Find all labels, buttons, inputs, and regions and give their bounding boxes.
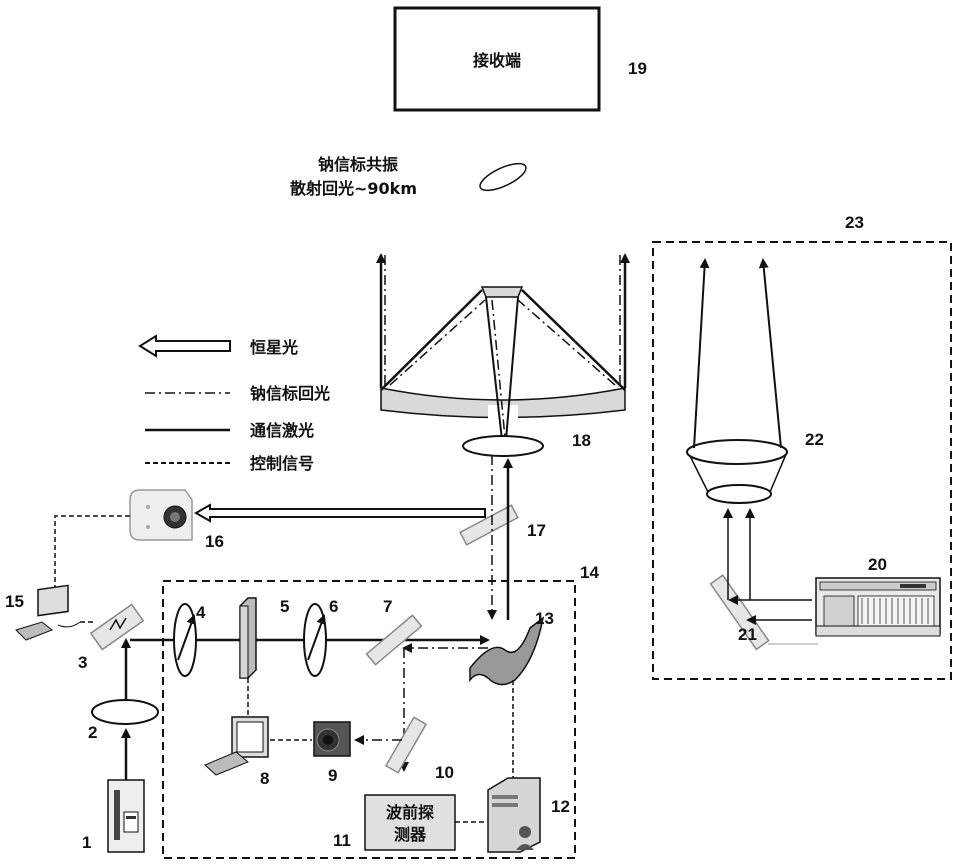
star-light-arrow-icon — [140, 336, 230, 356]
wavefront-sensor-line2: 测器 — [394, 825, 427, 844]
receiver-number: 19 — [628, 59, 647, 78]
sodium-echo-text-line2: 散射回光~90km — [290, 179, 417, 198]
legend-control-signal: 控制信号 — [250, 454, 314, 473]
label-14: 14 — [580, 563, 599, 582]
label-6: 6 — [329, 597, 338, 616]
deformable-mirror-13 — [470, 618, 543, 685]
lens-18 — [463, 436, 543, 456]
label-10: 10 — [435, 763, 454, 782]
sodium-echo-text-line1: 钠信标共振 — [318, 155, 398, 174]
label-5: 5 — [280, 597, 289, 616]
label-16: 16 — [205, 532, 224, 551]
camera-9 — [314, 722, 350, 756]
telescope — [381, 255, 625, 440]
label-1: 1 — [82, 833, 91, 852]
label-20: 20 — [868, 555, 887, 574]
legend-star-light: 恒星光 — [250, 338, 298, 357]
label-7: 7 — [383, 597, 392, 616]
label-4: 4 — [196, 603, 206, 622]
beam-splitter-10 — [386, 717, 426, 772]
label-22: 22 — [805, 430, 824, 449]
wavefront-sensor-11: 波前探 测器 — [365, 795, 455, 850]
computer-15 — [16, 585, 80, 640]
launch-telescope-22 — [687, 440, 787, 503]
laser-source-1 — [108, 780, 144, 852]
modulator-5 — [240, 598, 256, 678]
tip-tilt-mirror-3 — [91, 604, 143, 649]
receiver-label: 接收端 — [473, 51, 521, 70]
label-3: 3 — [78, 653, 87, 672]
receiver-box: 接收端 — [395, 8, 599, 110]
wavefront-sensor-line1: 波前探 — [386, 803, 434, 822]
sodium-layer-ellipse — [477, 158, 530, 195]
lens-2 — [92, 700, 158, 724]
label-18: 18 — [572, 431, 591, 450]
label-17: 17 — [527, 521, 546, 540]
computer-8 — [205, 717, 268, 775]
star-light-beam — [196, 505, 485, 521]
label-13: 13 — [535, 609, 554, 628]
secondary-mirror — [482, 287, 522, 297]
label-12: 12 — [551, 797, 570, 816]
legend: 恒星光 钠信标回光 通信激光 控制信号 — [140, 336, 330, 473]
label-2: 2 — [88, 723, 97, 742]
star-camera-16 — [130, 490, 192, 540]
label-11: 11 — [333, 831, 351, 850]
label-15: 15 — [5, 592, 24, 611]
legend-sodium-echo: 钠信标回光 — [250, 384, 330, 403]
label-8: 8 — [260, 769, 269, 788]
label-9: 9 — [328, 766, 337, 785]
sodium-laser-20 — [816, 578, 940, 636]
label-21: 21 — [738, 625, 757, 644]
control-computer-12 — [488, 778, 540, 852]
legend-comm-laser: 通信激光 — [250, 421, 314, 440]
label-23: 23 — [845, 213, 864, 232]
